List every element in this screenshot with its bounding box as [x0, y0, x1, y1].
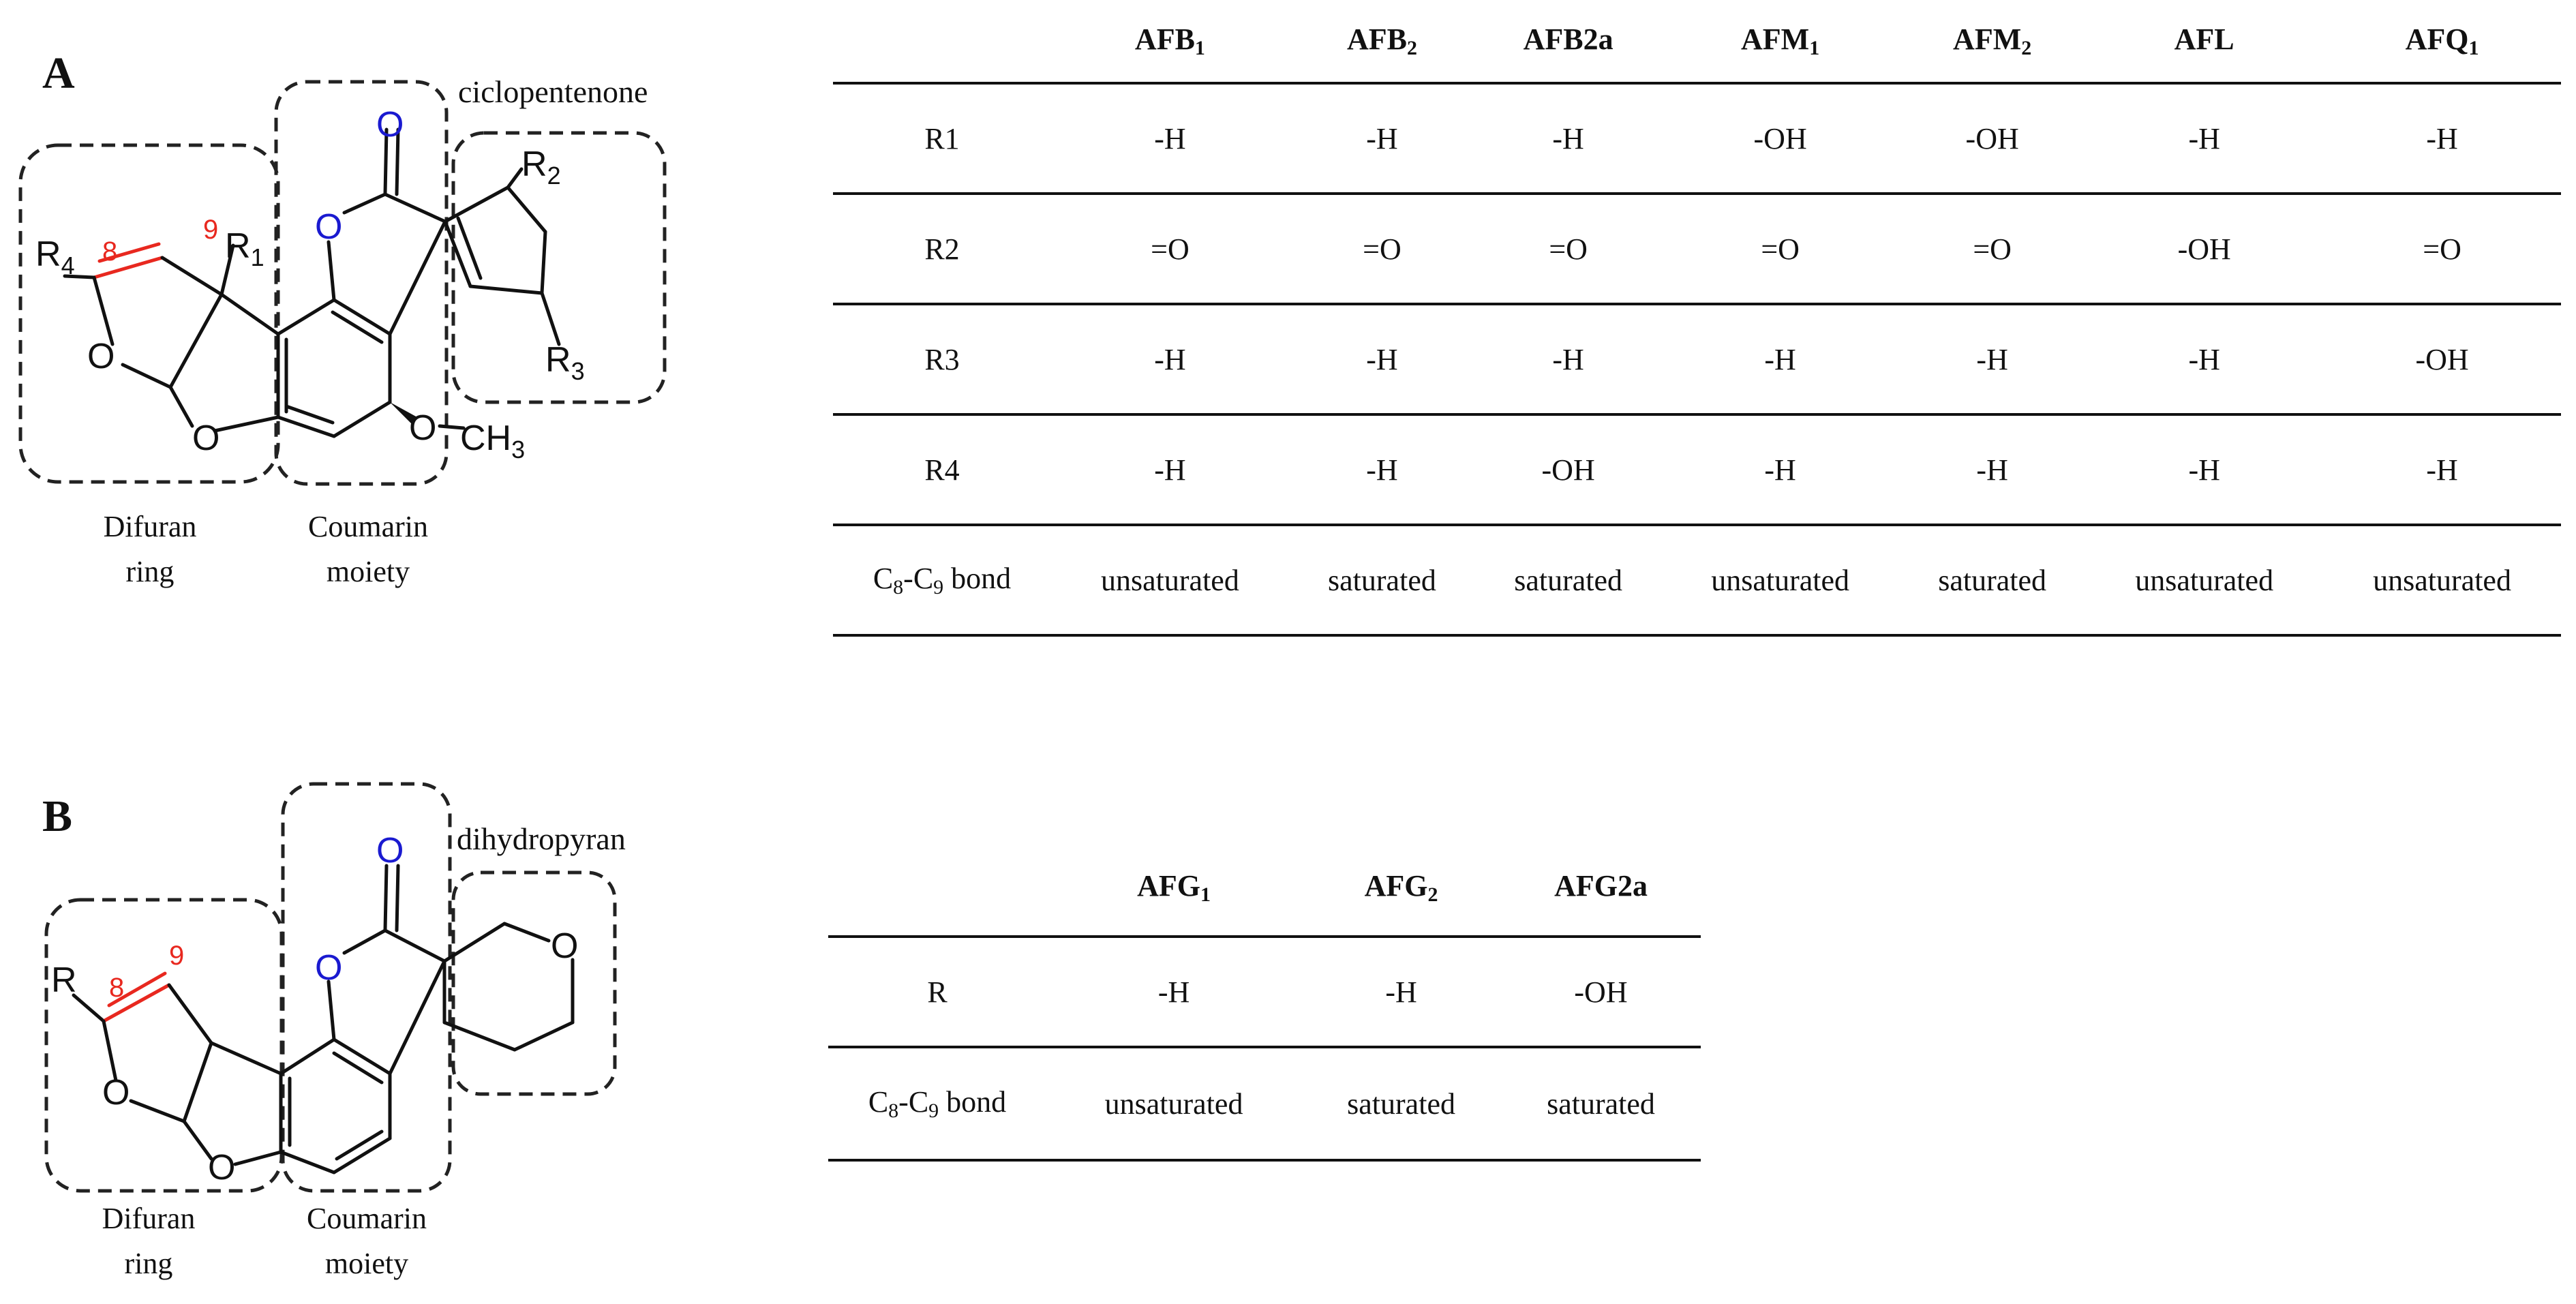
carbonyl-oxygen-b: O — [376, 831, 404, 870]
ciclopentenone-label: ciclopentenone — [458, 74, 648, 109]
panel-b-structure: R 8 9 O O O O O — [44, 782, 617, 1193]
carbonyl-oxygen: O — [376, 105, 404, 145]
dihydropyran-label: dihydropyran — [457, 821, 626, 856]
methoxy-oxygen: O — [409, 408, 436, 448]
coumarin-box-a — [274, 80, 449, 486]
table-a: AFB1 AFB2 AFB2a AFM1 AFM2 AFL AFQ1 R1 -H… — [833, 0, 2561, 637]
coumarin-box-b — [281, 782, 452, 1193]
furan-oxygen-1: O — [87, 337, 115, 376]
table-a-header: AFB1 AFB2 AFB2a AFM1 AFM2 AFL AFQ1 — [833, 0, 2561, 83]
ciclopentenone-box-a — [451, 131, 667, 404]
col-afg2a: AFG2a — [1554, 869, 1648, 903]
c9-number: 9 — [203, 215, 218, 245]
c9-number-b: 9 — [169, 941, 184, 971]
col-afm1: AFM1 — [1741, 22, 1820, 59]
col-afl: AFL — [2174, 22, 2234, 56]
difuran-box-b — [44, 898, 284, 1193]
table-row: R -H-H-OH — [828, 937, 1701, 1047]
col-afm2: AFM2 — [1953, 22, 2032, 59]
col-afb2a: AFB2a — [1523, 22, 1613, 56]
dihydropyran-box-b — [451, 870, 617, 1096]
col-afb2: AFB2 — [1346, 22, 1417, 59]
table-b: AFG1 AFG2 AFG2a R -H-H-OH C8-C9 bond uns… — [828, 840, 1701, 1162]
c8-number-b: 8 — [109, 973, 124, 1003]
table-row: R3 -H-H-H-H-H-H-OH — [833, 304, 2561, 414]
furan-oxygen-b2: O — [208, 1148, 235, 1187]
table-row: R4 -H-H-OH-H-H-H-H — [833, 414, 2561, 525]
table-row: R1 -H-H-H-OH-OH-H-H — [833, 83, 2561, 194]
methyl-label: CH3 — [460, 419, 525, 464]
col-afg2: AFG2 — [1364, 869, 1438, 906]
panel-b-letter: B — [42, 791, 73, 841]
col-afb1: AFB1 — [1134, 22, 1205, 59]
col-afg1: AFG1 — [1137, 869, 1211, 906]
furan-oxygen-b1: O — [102, 1073, 130, 1112]
furan-oxygen-2: O — [192, 419, 219, 458]
panel-a-letter: A — [42, 48, 75, 98]
difuran-box-a — [18, 143, 280, 484]
table-b-header: AFG1 AFG2 AFG2a — [828, 840, 1701, 937]
col-afq1: AFQ1 — [2405, 22, 2479, 59]
lactone-ring-oxygen: O — [315, 207, 342, 247]
pyran-oxygen: O — [551, 926, 578, 966]
panel-a-structure: R4 8 9 R1 O O O O R2 R3 O CH3 — [18, 80, 667, 486]
lactone-ring-oxygen-b: O — [315, 948, 342, 988]
table-row: R2 =O=O=O=O=O-OH=O — [833, 194, 2561, 304]
c8-number: 8 — [102, 237, 117, 267]
r-label: R — [51, 960, 77, 1000]
